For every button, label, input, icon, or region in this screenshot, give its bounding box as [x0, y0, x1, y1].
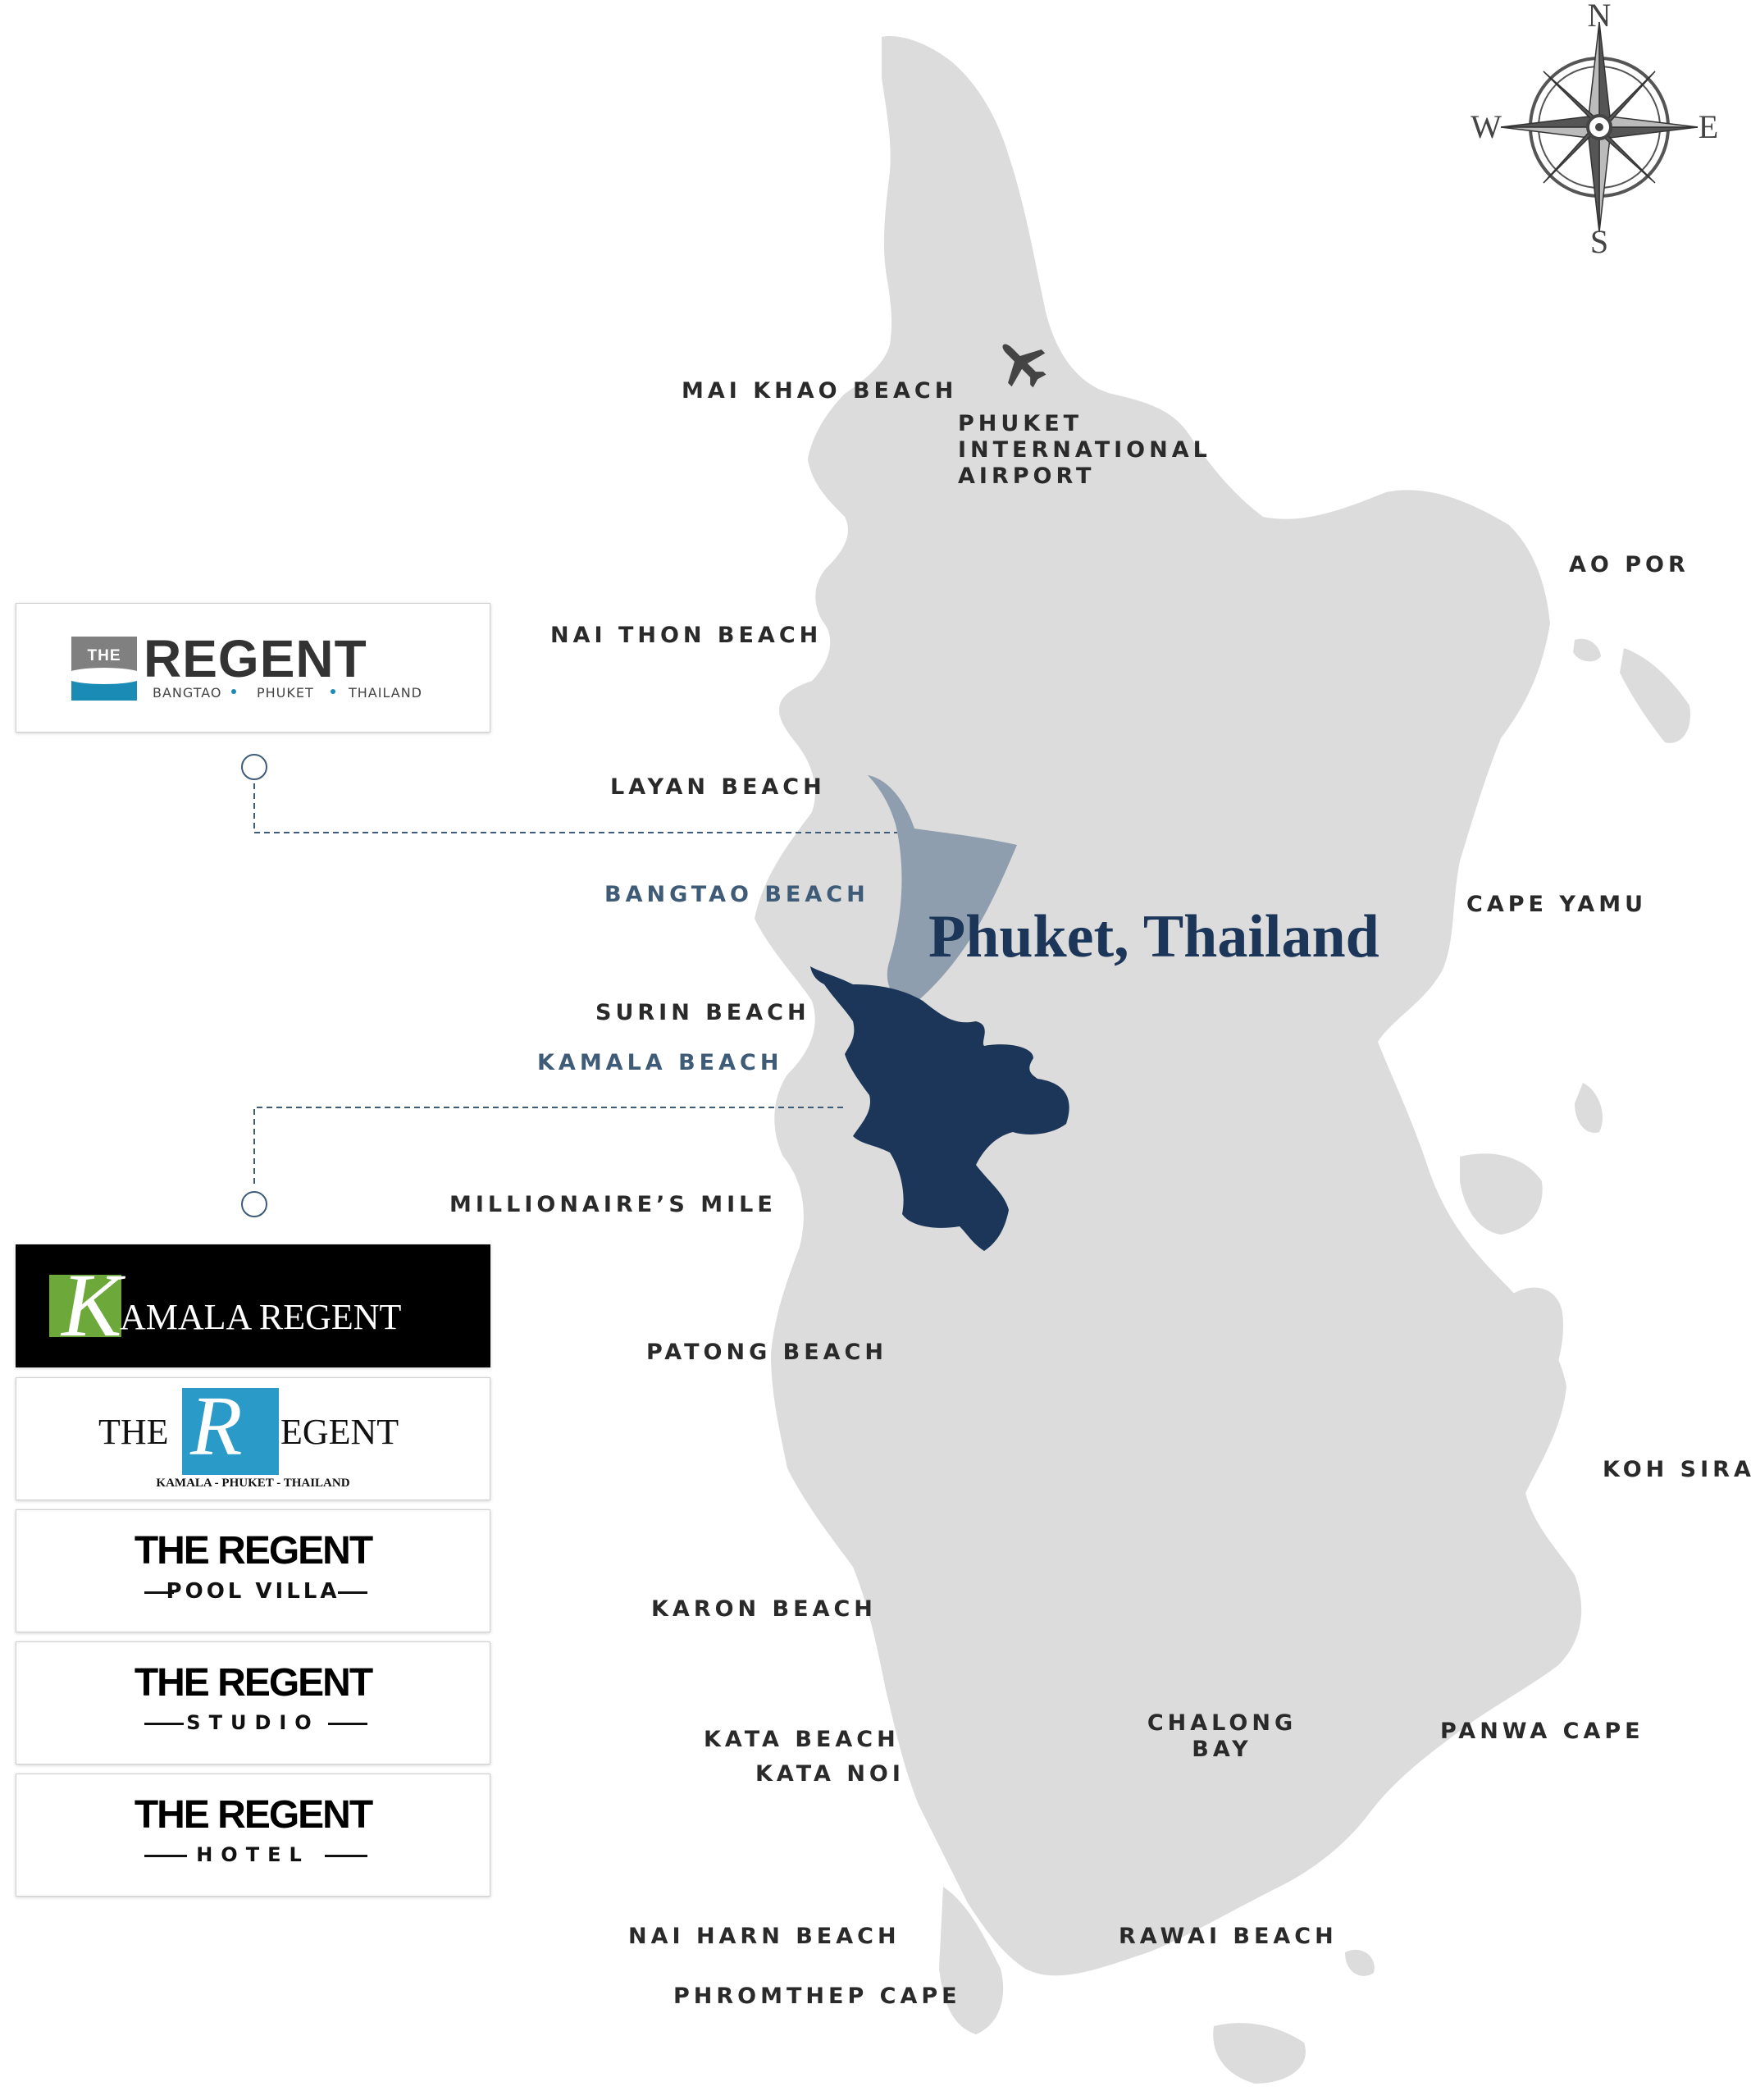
- logo-card-kamala-regent[interactable]: K AMALA REGENT: [16, 1244, 490, 1367]
- label-bangtao: BANGTAO BEACH: [604, 882, 869, 907]
- label-karon: KARON BEACH: [651, 1596, 877, 1622]
- compass-s: S: [1590, 223, 1608, 260]
- kamala-regent-initial: K: [62, 1255, 122, 1355]
- kamala-regent-name: AMALA REGENT: [120, 1297, 402, 1337]
- label-airport: PHUKET INTERNATIONAL AIRPORT: [958, 411, 1211, 489]
- ao-por-islands: [1620, 648, 1690, 743]
- regent-badge-logo: THE: [71, 637, 137, 701]
- compass-rose-icon: [1500, 21, 1699, 233]
- label-ao-por: AO POR: [1569, 552, 1689, 578]
- panwa-island: [1345, 1949, 1375, 1976]
- logo-card-regent-studio[interactable]: THE REGENT STUDIO: [16, 1641, 490, 1764]
- regent-pool-villa-sub: POOL VILLA: [166, 1579, 340, 1604]
- east-island-3: [1573, 638, 1601, 662]
- label-panwa: PANWA CAPE: [1440, 1719, 1644, 1744]
- rawai-island: [1214, 1779, 1325, 1862]
- kamala-area: [810, 966, 1069, 1251]
- east-island-1: [1460, 1153, 1543, 1235]
- regent-hotel-name: THE REGENT: [134, 1793, 373, 1837]
- regent-bangtao-place-3: THAILAND: [349, 685, 422, 701]
- label-nai-thon: NAI THON BEACH: [550, 623, 823, 648]
- logo-card-regent-bangtao[interactable]: THE REGENT BANGTAO PHUKET THAILAND: [16, 603, 490, 733]
- kamala-connector: [253, 1107, 843, 1188]
- airplane-icon: [1002, 344, 1046, 388]
- east-island-2: [1575, 1083, 1603, 1133]
- compass-e: E: [1699, 108, 1718, 145]
- map-title: Phuket, Thailand: [928, 903, 1379, 970]
- label-phromthep: PHROMTHEP CAPE: [673, 1984, 961, 2009]
- phuket-south-tip: [939, 1887, 1004, 2034]
- label-rawai: RAWAI BEACH: [1119, 1924, 1338, 1949]
- regent-bangtao-name: REGENT: [144, 629, 367, 688]
- label-chalong: CHALONG BAY: [1147, 1710, 1297, 1762]
- bangtao-connector-dot: [241, 754, 267, 780]
- phuket-island: [755, 36, 1582, 1976]
- logo-card-regent-kamala[interactable]: THE R EGENT KAMALA - PHUKET - THAILAND: [16, 1377, 490, 1500]
- label-kata-noi: KATA NOI: [755, 1761, 905, 1787]
- regent-bangtao-place-2: PHUKET: [257, 685, 314, 701]
- label-koh-siray: KOH SIRAY: [1603, 1457, 1751, 1482]
- compass-w: W: [1471, 108, 1502, 145]
- compass-n: N: [1588, 0, 1612, 34]
- regent-badge-text: THE: [87, 647, 121, 664]
- bangtao-connector: [253, 783, 897, 833]
- label-layan: LAYAN BEACH: [610, 774, 826, 800]
- regent-bangtao-place-1: BANGTAO: [153, 685, 222, 701]
- label-surin: SURIN BEACH: [595, 1000, 810, 1025]
- regent-hotel-sub: HOTEL: [196, 1843, 310, 1866]
- koh-siray-island: [1483, 1287, 1563, 1477]
- regent-kamala-initial: R: [190, 1379, 243, 1473]
- regent-kamala-rest: EGENT: [280, 1412, 399, 1452]
- regent-studio-name: THE REGENT: [134, 1661, 373, 1705]
- regent-kamala-tagline: KAMALA - PHUKET - THAILAND: [156, 1477, 350, 1490]
- label-kata: KATA BEACH: [704, 1727, 900, 1752]
- regent-kamala-the: THE: [98, 1412, 169, 1452]
- regent-studio-sub: STUDIO: [186, 1711, 320, 1734]
- label-patong: PATONG BEACH: [646, 1340, 887, 1365]
- regent-pool-villa-name: THE REGENT: [134, 1529, 373, 1573]
- bangtao-area: [868, 775, 1017, 1007]
- south-island: [1213, 2023, 1306, 2084]
- label-cape-yamu: CAPE YAMU: [1466, 892, 1647, 917]
- logo-card-regent-hotel[interactable]: THE REGENT HOTEL: [16, 1774, 490, 1897]
- label-millionaires-mile: MILLIONAIRE’S MILE: [449, 1192, 777, 1217]
- kamala-connector-dot: [241, 1191, 267, 1217]
- logo-card-regent-pool-villa[interactable]: THE REGENT POOL VILLA: [16, 1509, 490, 1632]
- label-kamala: KAMALA BEACH: [537, 1050, 783, 1075]
- label-mai-khao: MAI KHAO BEACH: [682, 378, 958, 404]
- label-nai-harn: NAI HARN BEACH: [628, 1924, 901, 1949]
